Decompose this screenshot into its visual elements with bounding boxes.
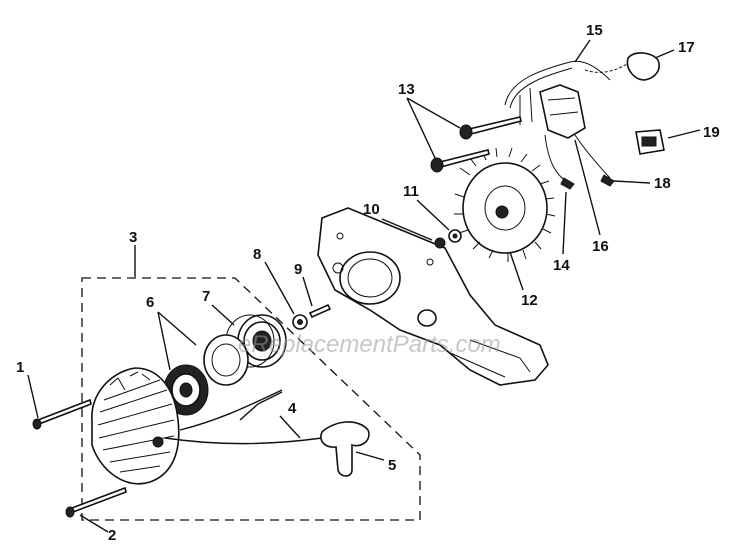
callout-2: 2 [108, 527, 116, 544]
mounting-screws [430, 116, 522, 173]
watermark: eReplacementParts.com [238, 331, 501, 358]
engine-housing [317, 207, 549, 386]
callout-7: 7 [202, 288, 210, 305]
callout-18: 18 [654, 175, 671, 192]
spark-plug-boot [584, 52, 660, 81]
callout-19: 19 [703, 124, 720, 141]
callout-8: 8 [253, 246, 261, 263]
callout-9: 9 [294, 261, 302, 278]
callout-10: 10 [363, 201, 380, 218]
starter-housing [91, 367, 180, 485]
starter-rope [164, 389, 323, 445]
pulley-screw [292, 303, 332, 330]
callout-14: 14 [553, 257, 570, 274]
stop-switch [635, 129, 665, 155]
callout-3: 3 [129, 229, 137, 246]
callout-13: 13 [398, 81, 415, 98]
ignition-module [504, 60, 615, 190]
rewind-spring-plate [203, 334, 249, 386]
assembly-boundary-dashed [81, 277, 421, 521]
callout-17: 17 [678, 39, 695, 56]
callout-12: 12 [521, 292, 538, 309]
housing-screws [32, 398, 127, 518]
leader-lines [27, 39, 701, 533]
callout-4: 4 [288, 400, 297, 417]
starter-handle [320, 421, 370, 477]
callout-11: 11 [403, 183, 419, 200]
callout-15: 15 [586, 22, 603, 39]
callout-16: 16 [592, 238, 609, 255]
callout-1: 1 [16, 359, 24, 376]
callout-5: 5 [388, 457, 396, 474]
nut-and-washer [434, 229, 462, 249]
callout-6: 6 [146, 294, 154, 311]
flywheel [454, 147, 556, 262]
